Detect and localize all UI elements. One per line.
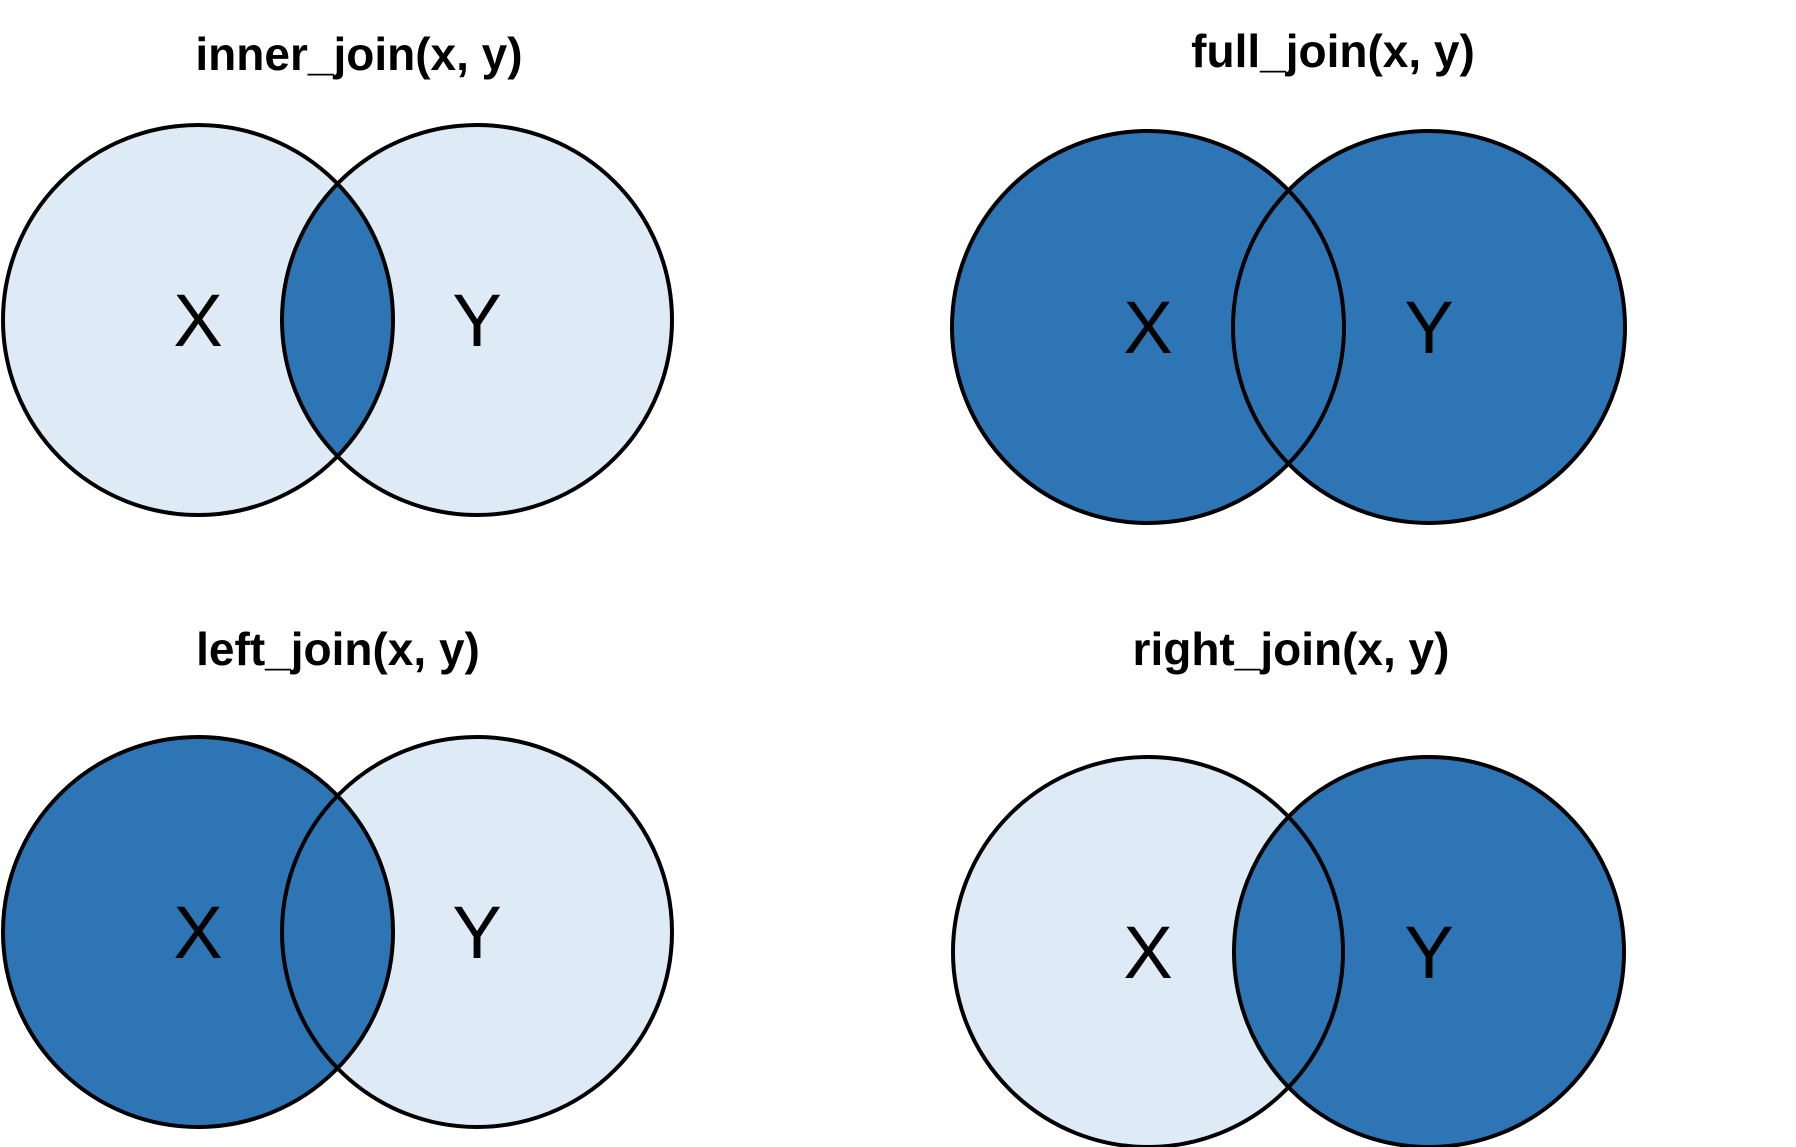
- x-circle-outline: [1, 735, 395, 1129]
- x-only-region: [3, 125, 393, 515]
- panel-inner-join: inner_join(x, y) X Y: [1, 28, 674, 517]
- panel-title: inner_join(x, y): [195, 28, 522, 80]
- y-circle-outline: [280, 735, 674, 1129]
- panel-right-join: right_join(x, y) X Y: [951, 623, 1626, 1147]
- venn: [951, 755, 1626, 1147]
- y-set-label: Y: [1404, 286, 1453, 369]
- x-only-region: [3, 737, 393, 1127]
- y-only-region: [282, 125, 672, 515]
- y-set-label: Y: [452, 891, 501, 974]
- x-set-label: X: [1123, 911, 1172, 994]
- venn: [1, 123, 674, 517]
- x-only-region: [952, 131, 1344, 523]
- x-set-label: X: [173, 279, 222, 362]
- panel-title: left_join(x, y): [196, 623, 480, 675]
- x-set-label: X: [1123, 286, 1172, 369]
- y-only-region: [1234, 757, 1624, 1147]
- panel-title: right_join(x, y): [1133, 623, 1450, 675]
- y-circle-outline: [1231, 129, 1627, 525]
- y-only-region: [1233, 131, 1625, 523]
- y-only-region: [282, 737, 672, 1127]
- venn: [1, 735, 674, 1129]
- x-set-label: X: [173, 891, 222, 974]
- x-circle-outline: [1, 123, 395, 517]
- x-circle-outline: [950, 129, 1346, 525]
- panel-title: full_join(x, y): [1191, 25, 1475, 77]
- venn: [950, 129, 1627, 525]
- x-circle-outline: [951, 755, 1345, 1147]
- panel-full-join: full_join(x, y) X Y: [950, 25, 1627, 525]
- y-circle-outline: [1232, 755, 1626, 1147]
- y-set-label: Y: [1404, 911, 1453, 994]
- y-circle-outline: [280, 123, 674, 517]
- x-only-region: [953, 757, 1343, 1147]
- y-set-label: Y: [452, 279, 501, 362]
- panel-left-join: left_join(x, y) X Y: [1, 623, 674, 1129]
